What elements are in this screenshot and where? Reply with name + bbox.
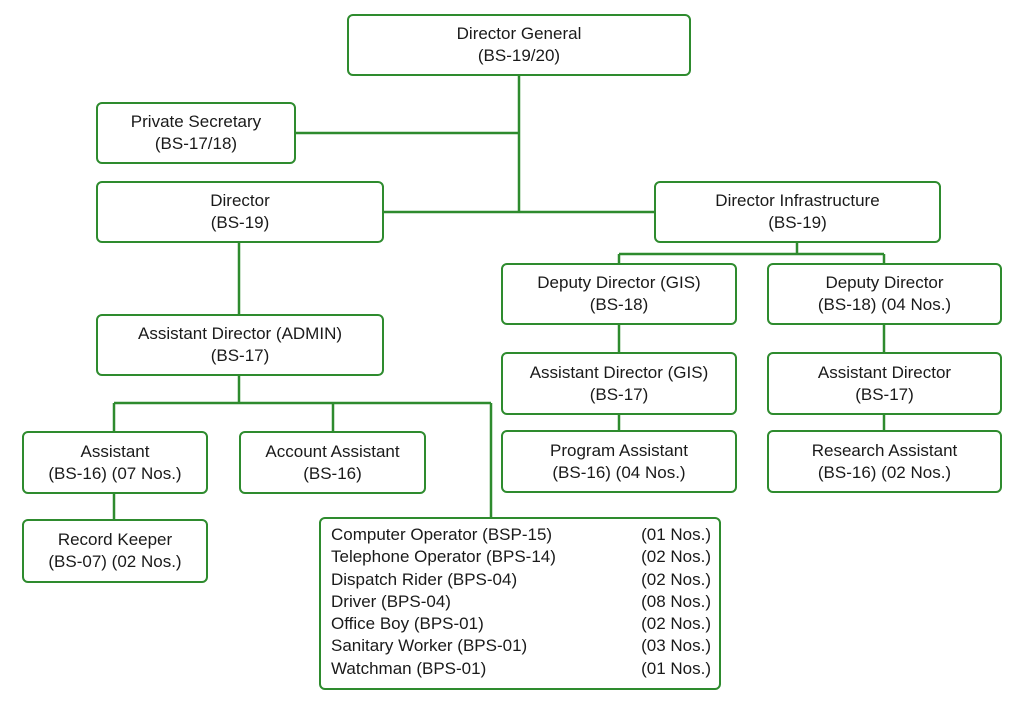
node-title: Director	[210, 191, 270, 210]
staff-row: Office Boy (BPS-01) (02 Nos.)	[331, 613, 711, 635]
node-title: Assistant	[80, 441, 150, 461]
node-grade: (BS-17)	[855, 384, 914, 404]
staff-post: Telephone Operator (BPS-14)	[331, 547, 556, 567]
staff-count: (08 Nos.)	[641, 591, 711, 611]
node-title: Deputy Director	[825, 273, 944, 292]
node-title: Program Assistant	[550, 440, 688, 460]
node-title: Private Secretary	[130, 112, 262, 131]
node-title: Deputy Director (GIS)	[537, 273, 701, 292]
node-grade: (BS-17)	[589, 384, 649, 404]
staff-row: Driver (BPS-04) (08 Nos.)	[331, 591, 711, 613]
node-assistant-director-admin: Assistant Director (ADMIN) (BS-17)	[96, 314, 384, 376]
node-director: Director (BS-19)	[96, 181, 384, 243]
staff-row: Sanitary Worker (BPS-01) (03 Nos.)	[331, 635, 711, 657]
staff-post: Watchman (BPS-01)	[331, 658, 487, 678]
staff-count: (02 Nos.)	[641, 547, 711, 567]
node-title: Assistant Director (ADMIN)	[137, 324, 343, 343]
node-account-assistant: Account Assistant (BS-16)	[239, 431, 426, 494]
node-grade: (BS-16)	[303, 463, 362, 483]
staff-post: Office Boy (BPS-01)	[331, 614, 484, 634]
node-grade: (BS-18)	[589, 295, 649, 314]
node-grade: (BS-17)	[210, 346, 270, 365]
node-title: Director General	[456, 24, 582, 43]
staff-row: Dispatch Rider (BPS-04) (02 Nos.)	[331, 569, 711, 591]
staff-post: Computer Operator (BSP-15)	[331, 525, 553, 544]
node-grade: (BS-19)	[768, 213, 827, 232]
node-title: Assistant Director	[817, 362, 952, 382]
node-grade: (BS-16) (04 Nos.)	[552, 462, 686, 482]
node-grade: (BS-16) (07 Nos.)	[48, 463, 182, 483]
staff-row: Telephone Operator (BPS-14) (02 Nos.)	[331, 546, 711, 568]
node-title: Record Keeper	[57, 530, 173, 549]
node-grade: (BS-17/18)	[154, 134, 238, 153]
node-grade: (BS-19/20)	[477, 46, 561, 65]
node-assistant-director-gis: Assistant Director (GIS) (BS-17)	[501, 352, 737, 415]
node-title: Account Assistant	[265, 441, 400, 461]
node-grade: (BS-16) (02 Nos.)	[817, 462, 952, 482]
node-research-assistant: Research Assistant (BS-16) (02 Nos.)	[767, 430, 1002, 493]
staff-count: (03 Nos.)	[641, 636, 711, 656]
node-private-secretary: Private Secretary (BS-17/18)	[96, 102, 296, 164]
node-title: Director Infrastructure	[715, 191, 880, 210]
node-title: Assistant Director (GIS)	[529, 362, 709, 382]
node-grade: (BS-19)	[210, 213, 270, 232]
node-director-general: Director General (BS-19/20)	[347, 14, 691, 76]
node-grade: (BS-18) (04 Nos.)	[817, 295, 952, 314]
staff-count: (01 Nos.)	[641, 658, 711, 678]
staff-count: (02 Nos.)	[641, 569, 711, 589]
node-assistant-director: Assistant Director (BS-17)	[767, 352, 1002, 415]
node-assistant: Assistant (BS-16) (07 Nos.)	[22, 431, 208, 494]
node-record-keeper: Record Keeper (BS-07) (02 Nos.)	[22, 519, 208, 583]
node-program-assistant: Program Assistant (BS-16) (04 Nos.)	[501, 430, 737, 493]
staff-row: Computer Operator (BSP-15) (01 Nos.)	[331, 524, 711, 546]
node-deputy-director: Deputy Director (BS-18) (04 Nos.)	[767, 263, 1002, 325]
node-grade: (BS-07) (02 Nos.)	[48, 552, 182, 571]
staff-count: (02 Nos.)	[641, 614, 711, 634]
staff-count: (01 Nos.)	[641, 525, 711, 544]
node-title: Research Assistant	[811, 440, 958, 460]
staff-post: Sanitary Worker (BPS-01)	[331, 636, 528, 656]
support-staff-box: Computer Operator (BSP-15) (01 Nos.) Tel…	[319, 517, 721, 690]
staff-row: Watchman (BPS-01) (01 Nos.)	[331, 658, 711, 680]
staff-post: Driver (BPS-04)	[331, 591, 451, 611]
node-deputy-director-gis: Deputy Director (GIS) (BS-18)	[501, 263, 737, 325]
staff-post: Dispatch Rider (BPS-04)	[331, 569, 518, 589]
node-director-infrastructure: Director Infrastructure (BS-19)	[654, 181, 941, 243]
